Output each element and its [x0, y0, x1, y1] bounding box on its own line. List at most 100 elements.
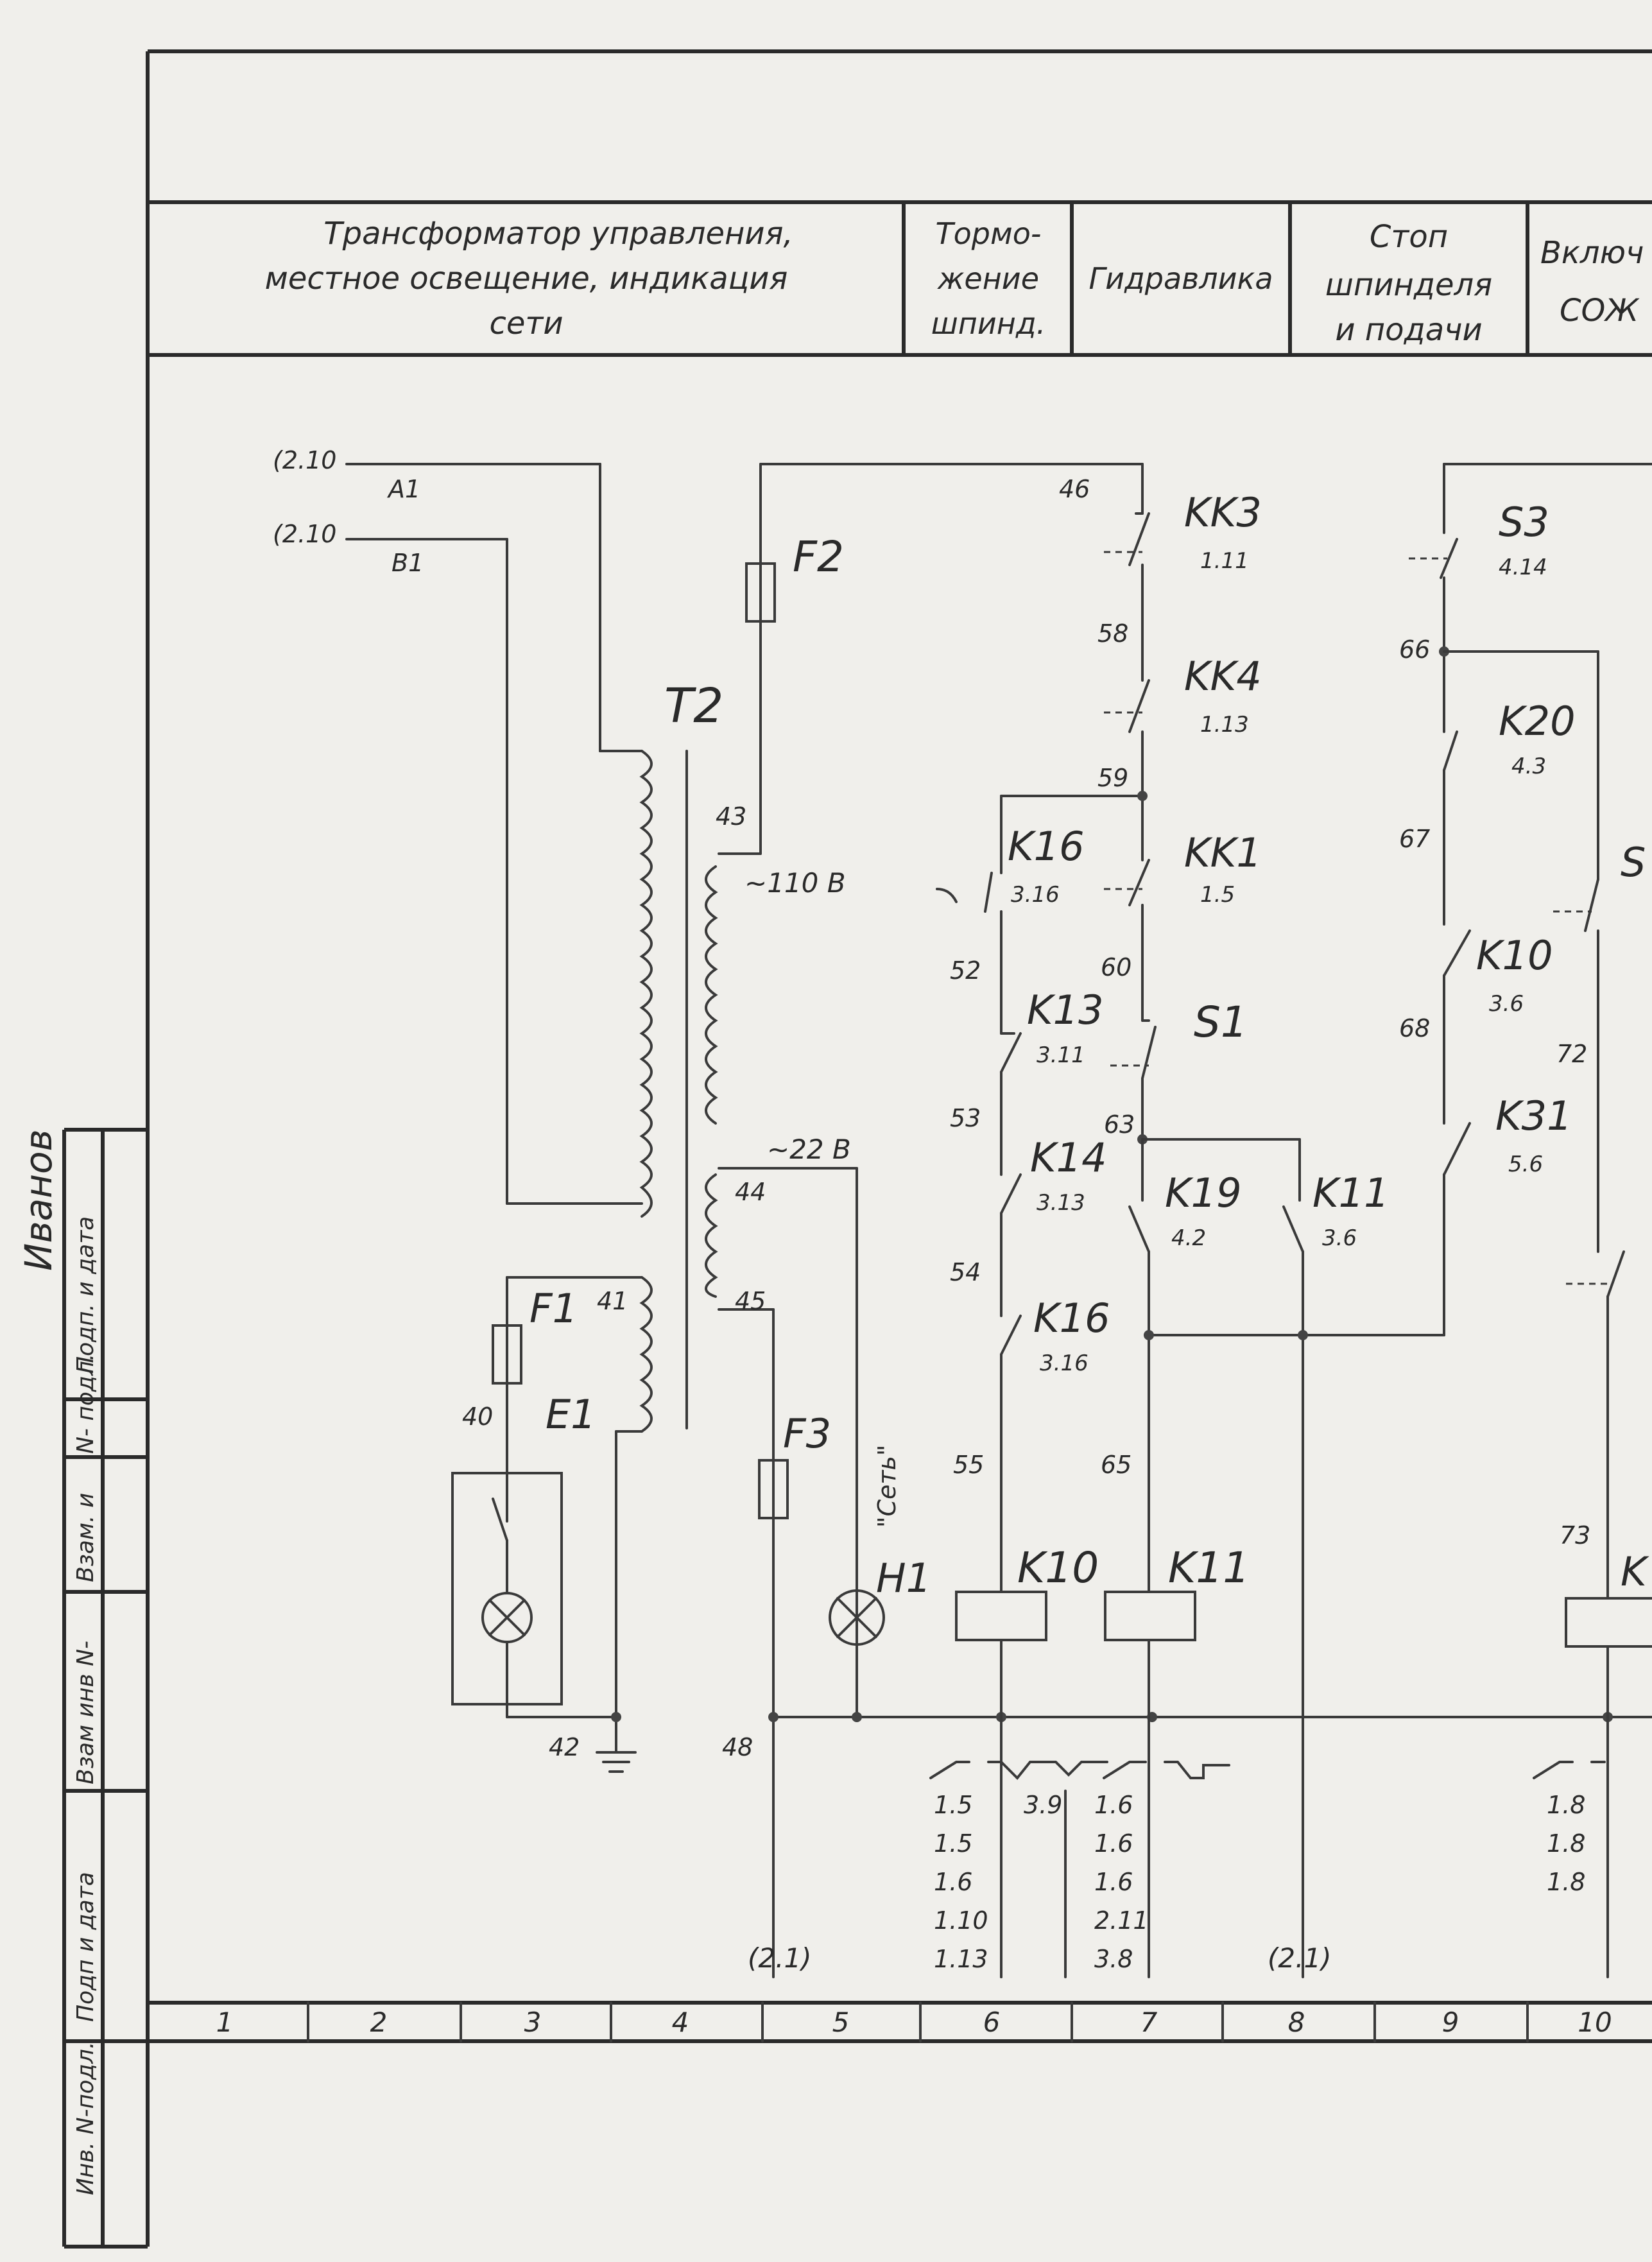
- k10-ref-left-3: 1.6: [934, 1868, 972, 1896]
- wire-label-40: 40: [462, 1403, 493, 1431]
- header-section-2-line-3: шпинд.: [931, 306, 1046, 341]
- header-section-3-line-1: Гидравлика: [1088, 261, 1273, 296]
- lamp-h1-caption: "Сеть": [873, 1445, 901, 1528]
- k31-label: K31: [1495, 1092, 1572, 1139]
- wire-label-60: 60: [1101, 953, 1131, 981]
- k20-ref: 4.3: [1511, 754, 1546, 779]
- k16a-ref: 3.16: [1011, 882, 1060, 908]
- lamp-h1-label: H1: [876, 1555, 931, 1602]
- wire-label-45: 45: [735, 1287, 766, 1315]
- k11-coil-label: K11: [1168, 1543, 1250, 1593]
- wire-label-55: 55: [953, 1451, 984, 1479]
- k10-coil-label: K10: [1017, 1543, 1099, 1593]
- reference-tables: 1.5 1.5 1.6 1.10 1.13 3.9 1.6 1.6 1.6 2.…: [934, 1790, 1585, 1978]
- column-7: 7: [1140, 2007, 1158, 2038]
- wire-label-48: 48: [722, 1733, 753, 1761]
- column-1: 1: [216, 2007, 234, 2038]
- k14-label: K14: [1030, 1134, 1107, 1181]
- fuse-f3-label: F3: [783, 1410, 831, 1457]
- wire-label-59: 59: [1097, 764, 1128, 792]
- stamp-cell-sign-date: Подп. и дата: [73, 1216, 99, 1374]
- wire-label-53: 53: [950, 1104, 981, 1132]
- stamp-handwritten-name: Иванов: [17, 1129, 60, 1271]
- k19-ref: 4.2: [1171, 1225, 1206, 1251]
- wire-label-46: 46: [1059, 475, 1090, 503]
- kpartial-ref-left-3: 1.8: [1547, 1868, 1585, 1896]
- k16b-label: K16: [1033, 1295, 1110, 1342]
- k16a-label: K16: [1008, 823, 1085, 870]
- kpartial-ref-left-2: 1.8: [1547, 1829, 1585, 1858]
- kk3-ref: 1.11: [1200, 548, 1249, 574]
- k20-label: K20: [1499, 698, 1576, 745]
- k10-ref-left-5: 1.13: [934, 1945, 988, 1973]
- column-10: 10: [1578, 2007, 1612, 2038]
- k11-contact-ref: 3.6: [1322, 1225, 1357, 1251]
- k11-ref-left-3: 1.6: [1094, 1868, 1133, 1896]
- header-section-4-line-3: и подачи: [1335, 312, 1482, 348]
- header-section-2-line-1: Тормо-: [936, 216, 1042, 251]
- kk4-label: KK4: [1184, 653, 1262, 700]
- column-6: 6: [983, 2007, 1001, 2038]
- column-3: 3: [524, 2007, 542, 2038]
- wire-label-66: 66: [1399, 635, 1430, 664]
- coolant-circuit: [1409, 463, 1652, 1978]
- k13-label: K13: [1027, 987, 1104, 1033]
- k-partial-label: K: [1621, 1548, 1649, 1595]
- wire-label-58: 58: [1097, 619, 1128, 648]
- header-section-4-line-1: Стоп: [1370, 219, 1448, 255]
- kk1-label: KK1: [1184, 829, 1262, 876]
- header-section-5-line-1: Включ: [1540, 235, 1644, 271]
- fuse-f1-label: F1: [529, 1285, 578, 1332]
- stamp-cell-vzam: Взам. и: [73, 1493, 99, 1582]
- k16b-ref: 3.16: [1040, 1351, 1088, 1376]
- header-section-1-line-1: Трансформатор управления,: [323, 216, 793, 252]
- k14-ref: 3.13: [1037, 1190, 1085, 1216]
- header-section-1-line-2: местное освещение, индикация: [265, 261, 788, 297]
- k11-ref-left-4: 2.11: [1094, 1906, 1149, 1935]
- header-section-5-line-2: СОЖ: [1560, 293, 1640, 329]
- kk4-ref: 1.13: [1200, 712, 1249, 738]
- wire-label-65: 65: [1101, 1451, 1131, 1479]
- drawing-frame: [62, 49, 1652, 2249]
- column-dividers: [307, 2001, 1529, 2042]
- fuse-f2-label: F2: [793, 532, 844, 582]
- k10-contact-ref: 3.6: [1489, 991, 1524, 1017]
- stamp-cell-sign-date-lower: Подп и дата: [73, 1872, 99, 2022]
- wire-label-out-left: (2.1): [748, 1942, 812, 1974]
- header-section-4-line-2: шпинделя: [1325, 267, 1492, 303]
- wire-label-72: 72: [1556, 1040, 1587, 1068]
- transformer-t2-label: T2: [664, 678, 723, 734]
- header-section-2-line-2: жение: [937, 261, 1039, 296]
- column-4: 4: [672, 2007, 689, 2038]
- voltage-22-label: ~22 В: [767, 1134, 851, 1165]
- s3-ref: 4.14: [1499, 555, 1547, 580]
- stamp-cell-n-podl: N- подл.: [73, 1354, 99, 1454]
- k10-contact-label: K10: [1476, 932, 1553, 979]
- k10-ref-left-4: 1.10: [934, 1906, 988, 1935]
- k10-ref-left-1: 1.5: [934, 1791, 972, 1819]
- column-5: 5: [832, 2007, 850, 2038]
- wire-labels: (2.10 (2.10 A1 B1 43 46 58 59 60 63 52 5…: [273, 446, 1590, 1974]
- component-labels: T2 F2 F1 F3 E1 H1 "Сеть" ~110 В ~22 В KK…: [529, 489, 1649, 1602]
- kk3-label: KK3: [1184, 489, 1262, 536]
- k10-ref-right-1: 3.9: [1024, 1791, 1062, 1819]
- wire-label-63: 63: [1104, 1110, 1135, 1139]
- k19-label: K19: [1165, 1170, 1242, 1216]
- s1-label: S1: [1194, 997, 1248, 1047]
- wire-label-67: 67: [1399, 825, 1430, 853]
- k11-contact-label: K11: [1312, 1170, 1390, 1216]
- wire-label-73: 73: [1560, 1521, 1590, 1550]
- control-circuit: [929, 463, 1445, 1978]
- k11-ref-left-2: 1.6: [1094, 1829, 1133, 1858]
- wire-label-out-right: (2.1): [1268, 1942, 1332, 1974]
- wire-label-in-b: (2.10: [273, 520, 336, 548]
- stamp-cell-inv-n: Инв. N-подл.: [73, 2042, 99, 2195]
- wire-label-b1: B1: [391, 549, 424, 577]
- k10-ref-left-2: 1.5: [934, 1829, 972, 1858]
- column-numbers: 1 2 3 4 5 6 7 8 9 10: [216, 2007, 1612, 2038]
- wire-label-in-a: (2.10: [273, 446, 336, 474]
- wire-label-68: 68: [1399, 1014, 1430, 1042]
- voltage-110-label: ~110 В: [744, 867, 846, 899]
